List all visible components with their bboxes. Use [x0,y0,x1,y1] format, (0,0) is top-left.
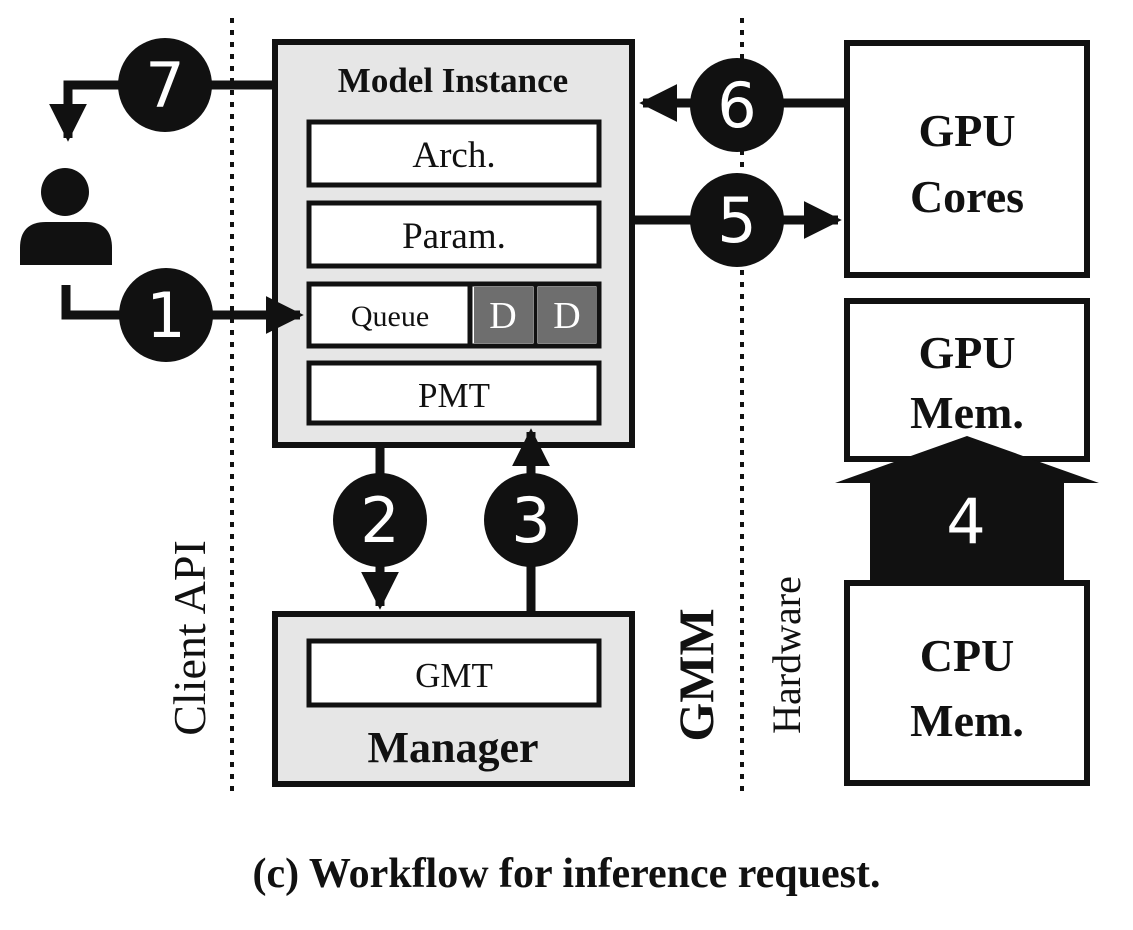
step-7-badge: 7 [118,38,212,132]
queue-label: Queue [351,300,429,333]
step-3-badge: 3 [484,473,578,567]
client-api-label: Client API [164,540,215,736]
cpu-mem-line2: Mem. [910,695,1024,746]
pmt-label: PMT [418,376,490,415]
svg-text:1: 1 [146,279,185,352]
queue-item [538,287,597,343]
figure-caption: (c) Workflow for inference request. [252,851,881,897]
model-instance-title: Model Instance [338,61,568,100]
svg-text:3: 3 [511,484,550,557]
step-2-badge: 2 [333,473,427,567]
manager-title: Manager [367,723,538,772]
gpu-cores-box: GPU Cores [844,40,1090,278]
svg-text:7: 7 [145,49,184,122]
manager: GMT Manager [272,611,635,787]
transfer-arrow [835,436,1099,583]
gpu-cores-line2: Cores [910,171,1024,222]
step-1-badge: 1 [119,268,213,362]
gmt-box [306,638,602,708]
cpu-mem-line1: CPU [920,630,1015,681]
queue-item-label: D [489,295,516,337]
queue-item [474,287,533,343]
step-5-badge: 5 [690,173,784,267]
hardware-label: Hardware [764,576,809,734]
svg-text:4: 4 [946,485,985,558]
step-4-label: 4 [946,485,985,558]
step-6-badge: 6 [690,58,784,152]
svg-text:6: 6 [717,69,756,142]
svg-text:5: 5 [717,184,756,257]
gmm-label: GMM [668,608,724,741]
arrow-step-1 [61,285,304,334]
cpu-mem-box: CPU Mem. [844,580,1090,786]
gpu-mem-box: GPU Mem. [844,298,1090,462]
svg-text:2: 2 [360,484,399,557]
gmt-label: GMT [415,656,493,695]
gpu-mem-line1: GPU [918,327,1015,378]
gpu-cores-line1: GPU [918,105,1015,156]
queue-item-label: D [553,295,580,337]
arch-label: Arch. [412,135,495,176]
param-box [306,200,602,269]
arch-box [306,119,602,188]
user-icon [20,168,112,265]
gpu-mem-line2: Mem. [910,387,1024,438]
pmt-box [306,360,602,426]
param-label: Param. [402,216,506,257]
model-instance: Model Instance Arch. Param. Queue D D PM… [272,39,635,448]
